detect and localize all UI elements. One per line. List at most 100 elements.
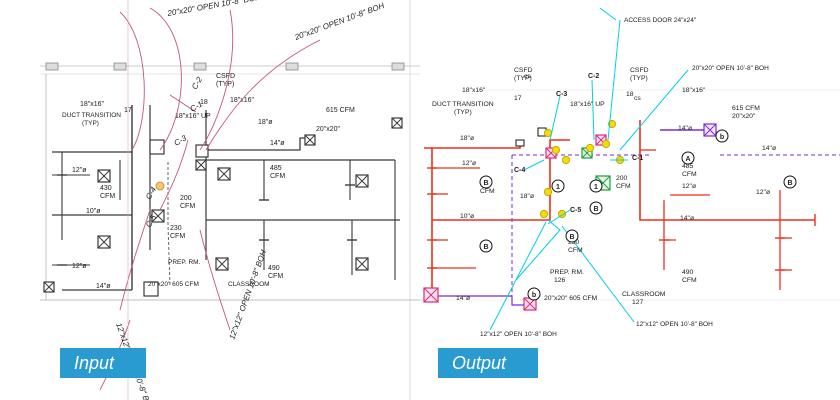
label-duct-size-a: 18"x16" xyxy=(80,101,105,108)
badge-200-circle-1: 1 xyxy=(594,184,598,191)
label-485-cfm: CFM xyxy=(682,171,697,178)
leader-access-door xyxy=(607,19,621,141)
badge-430a: B xyxy=(483,180,488,187)
label-430-cfm: CFM xyxy=(480,188,495,195)
label-duct-transition-typ: (TYP) xyxy=(82,120,99,127)
sketch-arc-2 xyxy=(149,7,182,151)
sketch-label-open-a: 20"x20" OPEN 10'-8" BOH xyxy=(166,0,262,18)
diffuser-200-x2 xyxy=(195,159,207,171)
supply-14 xyxy=(639,120,815,221)
cyan-open-d: 12"x12" OPEN 10'-8" BOH xyxy=(636,321,713,328)
label-430-cfm: CFM xyxy=(100,193,115,200)
cyan-c5: C-5 xyxy=(570,207,581,214)
return-605 xyxy=(511,296,524,306)
label-230-cfm: CFM xyxy=(170,233,185,240)
label-12-phi: 12"ø xyxy=(72,167,87,174)
sketch-label-c2: C-2 xyxy=(190,75,205,91)
label-230-cfm: CFM xyxy=(568,247,583,254)
leader-c3 xyxy=(549,95,561,141)
grille-left-x2 xyxy=(423,287,439,303)
label-duct-size-a: 18"x16" xyxy=(462,87,486,94)
return-grille-615-x2 xyxy=(703,123,717,137)
label-230: 230 xyxy=(170,225,182,232)
label-12-phi-far: 12"ø xyxy=(756,189,770,196)
sketch-c1-arrow xyxy=(169,94,197,113)
access-point-8 xyxy=(539,209,549,219)
output-label: Output xyxy=(438,348,538,378)
label-485: 485 xyxy=(270,165,282,172)
diffuser-430a-x2 xyxy=(97,169,111,183)
diffuser-490-x2 xyxy=(215,257,229,271)
label-200-cfm: CFM xyxy=(616,183,631,190)
label-12-phi-right: 12"ø xyxy=(682,183,696,190)
cyan-c2: C-2 xyxy=(588,73,599,80)
label-615-cfm: 615 CFM xyxy=(326,107,355,114)
access-point-4 xyxy=(601,139,611,149)
column-1 xyxy=(113,62,127,71)
label-duct-transition: DUCT TRANSITION xyxy=(62,112,121,119)
column-4 xyxy=(391,62,405,71)
label-490-cfm: CFM xyxy=(682,277,697,284)
label-cs-a: cs xyxy=(524,73,531,80)
label-20x20: 20"x20" xyxy=(316,126,341,133)
input-label: Input xyxy=(60,348,146,378)
badge-far-right-circle xyxy=(783,175,797,189)
grille-605 xyxy=(143,281,159,297)
label-classroom: CLASSROOM xyxy=(622,291,666,298)
csfd-b-x2 xyxy=(595,134,607,146)
diffuser-r2-x2 xyxy=(355,257,369,271)
badge-485-circle xyxy=(681,151,695,165)
sketch-arc-5 xyxy=(159,139,189,211)
label-12-phi-b: 12"ø xyxy=(72,263,87,270)
diffuser-430b-x2 xyxy=(97,235,111,249)
badge-tee-1: 1 xyxy=(556,184,560,191)
csfd-box-a xyxy=(149,139,165,155)
label-230: 230 xyxy=(568,239,580,246)
label-14-phi-b: 14"ø xyxy=(96,283,111,290)
badge-615-circle xyxy=(715,129,729,143)
label-615-cfm: 615 CFM xyxy=(732,105,760,112)
label-duct-transition-typ: (TYP) xyxy=(454,109,472,116)
badge-230: B xyxy=(569,234,574,241)
diffuser-485-x2 xyxy=(217,167,231,181)
access-point-3 xyxy=(585,143,595,153)
badge-485: A xyxy=(685,156,690,163)
label-18: 18 xyxy=(626,91,634,98)
diffuser-230-x2 xyxy=(151,209,165,223)
label-14-phi-top: 14"ø xyxy=(678,125,692,132)
label-127: 127 xyxy=(632,299,644,306)
label-14-phi-right-run: 14"ø xyxy=(680,215,694,222)
label-prep-rm: PREP. RM. xyxy=(550,269,584,276)
supply-10 xyxy=(432,150,551,221)
label-csfd-b-typ: (TYP) xyxy=(630,75,648,82)
label-605-cfm: 20"x20" 605 CFM xyxy=(148,281,199,288)
sketch-arc-7 xyxy=(199,229,231,331)
cyan-open-a: 20"x20" OPEN 10'-8" BOH xyxy=(692,65,769,72)
badge-615: b xyxy=(720,134,724,141)
badge-605: b xyxy=(532,292,536,299)
badge-430b-circle xyxy=(479,239,493,253)
column-2 xyxy=(193,62,207,71)
output-panel: ACCESS DOOR 24"x24"20"x20" OPEN 10'-8" B… xyxy=(420,0,840,400)
label-12-phi: 12"ø xyxy=(462,160,476,167)
label-14-phi-right: 14"ø xyxy=(762,145,776,152)
label-14-phi-top: 14"ø xyxy=(270,140,285,147)
label-17: 17 xyxy=(514,95,522,102)
label-10-phi: 10"ø xyxy=(460,213,474,220)
diffuser-r1-x2 xyxy=(355,174,369,188)
label-duct-size-b: 18"x16" xyxy=(230,97,255,104)
label-csfd-b: CSFD xyxy=(630,67,649,74)
leader-c4 xyxy=(523,159,545,171)
label-126: 126 xyxy=(554,277,566,284)
leader-c5 xyxy=(547,209,571,225)
label-18-phi: 18"ø xyxy=(258,119,273,126)
leader-open-a xyxy=(619,69,689,151)
access-point-7 xyxy=(543,187,553,197)
label-200: 200 xyxy=(616,175,628,182)
leader-c2 xyxy=(591,79,595,141)
sketch-arc-6 xyxy=(119,209,151,311)
label-duct-transition: DUCT TRANSITION xyxy=(432,101,494,108)
label-18-phi-left: 18"ø xyxy=(520,193,534,200)
badge-230-circle xyxy=(565,229,579,243)
badge-far-right: B xyxy=(787,180,792,187)
